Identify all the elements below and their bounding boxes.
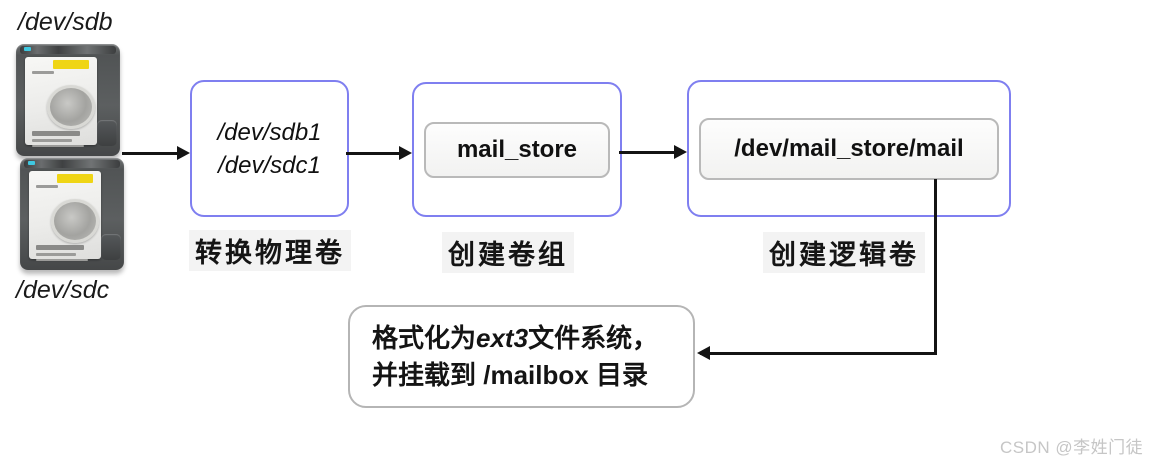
disk-led [28, 161, 35, 165]
disk-label-line [32, 145, 84, 147]
arrow-lv-to-format-horizontal [700, 352, 937, 355]
arrow-disks-to-pv-line [122, 152, 180, 155]
arrow-pv-to-vg-line [346, 152, 400, 155]
disk-notch [101, 234, 121, 260]
caption-create-volume-group: 创建卷组 [442, 232, 574, 273]
format-mount-note: 格式化为ext3文件系统， 并挂载到 /mailbox 目录 [348, 305, 695, 408]
disk-label-line [36, 245, 84, 250]
disk-spindle [51, 199, 99, 243]
hard-disk-icon [16, 44, 120, 156]
disk-bottom-label: /dev/sdc [16, 276, 110, 304]
volume-group-box: mail_store [412, 82, 622, 217]
arrow-lv-to-format-vertical [934, 179, 937, 355]
volume-group-chip: mail_store [424, 121, 610, 178]
physical-volume-box: /dev/sdb1 /dev/sdc1 [190, 80, 349, 217]
arrow-vg-to-lv-line [619, 151, 675, 154]
arrow-vg-to-lv-head [674, 145, 687, 159]
disk-top-label: /dev/sdb [18, 8, 113, 36]
disk-label-line [32, 71, 54, 74]
disk-label-line [32, 131, 80, 136]
disk-spindle [47, 85, 95, 129]
format-note-line1: 格式化为ext3文件系统， [372, 323, 659, 353]
pv-partition-1: /dev/sdb1 [217, 118, 322, 146]
logical-volume-chip: /dev/mail_store/mail [699, 117, 999, 180]
pv-partition-2: /dev/sdc1 [218, 151, 321, 179]
disk-topbar [24, 160, 120, 168]
arrow-disks-to-pv-head [177, 146, 190, 160]
disk-notch [97, 120, 117, 146]
ext3-label: ext3 [476, 323, 529, 353]
hard-disk-icon [20, 158, 124, 270]
arrow-pv-to-vg-head [399, 146, 412, 160]
disk-label-line [36, 259, 88, 261]
caption-convert-physical-volume: 转换物理卷 [189, 230, 351, 271]
logical-volume-box: /dev/mail_store/mail [687, 80, 1011, 217]
disk-sticker [57, 174, 93, 183]
disk-label-line [36, 253, 76, 256]
disk-label-line [36, 185, 58, 188]
arrow-lv-to-format-head [697, 346, 710, 360]
disk-label-line [32, 139, 72, 142]
disk-led [24, 47, 31, 51]
format-note-line2: 并挂载到 /mailbox 目录 [372, 360, 648, 390]
disk-label-face [25, 57, 97, 147]
caption-create-logical-volume: 创建逻辑卷 [763, 232, 925, 273]
disk-topbar [20, 46, 116, 54]
csdn-watermark: CSDN @李姓门徒 [1000, 438, 1144, 457]
disk-label-face [29, 171, 101, 261]
disk-sticker [53, 60, 89, 69]
mailbox-path: /mailbox [483, 360, 589, 390]
